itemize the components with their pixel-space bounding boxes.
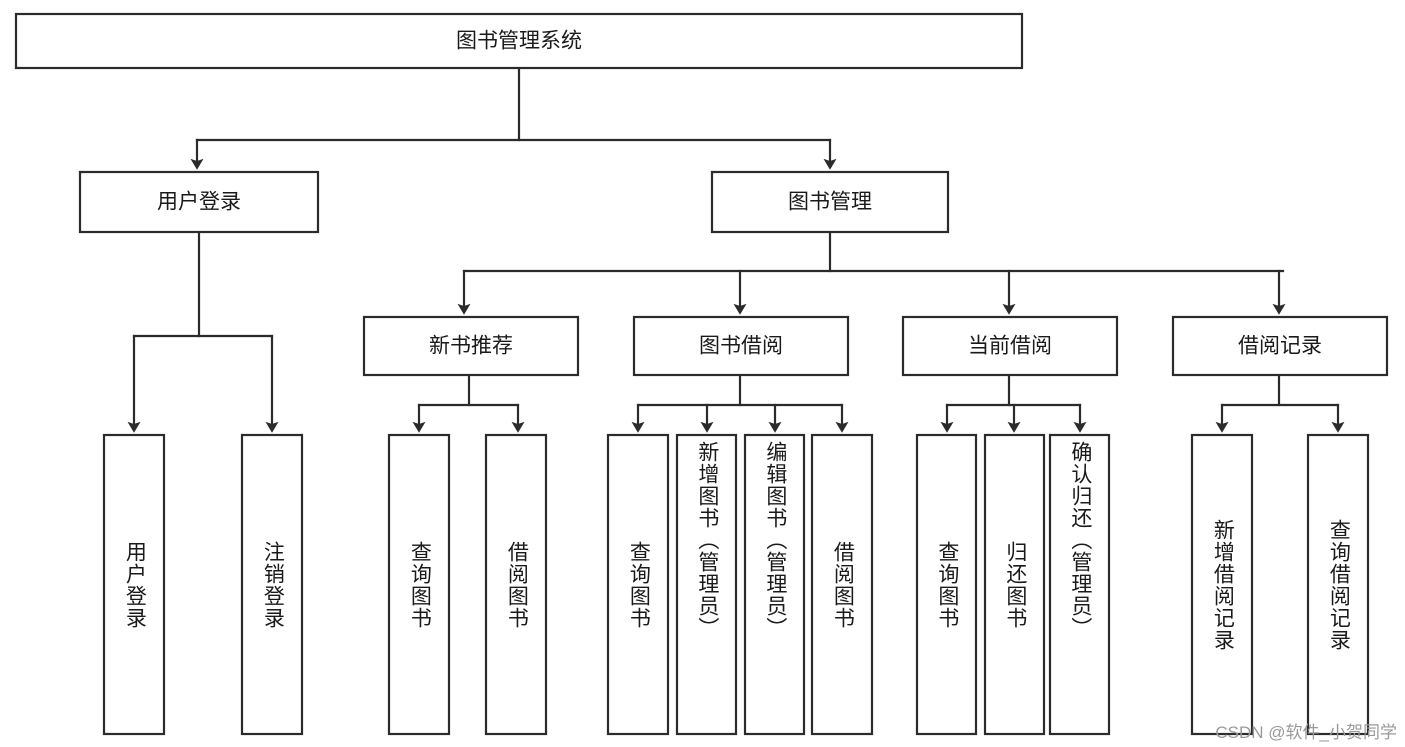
node-leaf-confirm-return-rect[interactable] <box>1048 433 1111 736</box>
node-leaf-add-book-rect[interactable] <box>675 433 738 736</box>
node-leaf-edit-book-rect[interactable] <box>743 433 806 736</box>
node-root-label: 图书管理系统 <box>456 30 582 53</box>
node-new-book-rec-label: 新书推荐 <box>429 335 513 358</box>
connector-group-borrow-record-children <box>1215 373 1345 433</box>
node-book-borrow-rect[interactable] <box>632 315 850 377</box>
node-borrow-record[interactable]: 借阅记录 <box>1171 315 1389 377</box>
connector-group-book-manage-children <box>457 230 1286 315</box>
node-leaf-return-book-rect[interactable] <box>983 433 1046 736</box>
node-leaf-query-book-3-rect[interactable] <box>915 433 978 736</box>
node-new-book-rec[interactable]: 新书推荐 <box>362 315 580 377</box>
node-book-manage-label: 图书管理 <box>788 191 872 214</box>
connector-group-current-borrow-children <box>940 373 1087 433</box>
node-book-borrow-label: 图书借阅 <box>699 335 783 358</box>
node-book-borrow[interactable]: 图书借阅 <box>632 315 850 377</box>
node-user-login-label: 用户登录 <box>157 191 241 214</box>
node-user-login[interactable]: 用户登录 <box>78 170 320 234</box>
node-leaf-logout-rect[interactable] <box>240 433 304 736</box>
node-leaf-borrow-book-2-rect[interactable] <box>810 433 874 736</box>
watermark-text: CSDN @软件_小贺同学 <box>1215 723 1397 742</box>
connector-group-user-login-children <box>127 230 279 433</box>
connector-group-root-to-level1 <box>190 66 837 170</box>
node-leaf-borrow-book-1-rect[interactable] <box>484 433 548 736</box>
node-book-manage[interactable]: 图书管理 <box>710 170 950 234</box>
connector-group-new-book-rec-children <box>412 373 525 433</box>
node-leaf-add-record-rect[interactable] <box>1190 433 1254 736</box>
node-leaf-query-book-2-rect[interactable] <box>606 433 670 736</box>
node-current-borrow-rect[interactable] <box>901 315 1119 377</box>
node-leaf-query-record-rect[interactable] <box>1306 433 1370 736</box>
node-borrow-record-label: 借阅记录 <box>1238 335 1322 358</box>
node-current-borrow-label: 当前借阅 <box>968 335 1052 358</box>
node-borrow-record-rect[interactable] <box>1171 315 1389 377</box>
node-current-borrow[interactable]: 当前借阅 <box>901 315 1119 377</box>
node-leaf-user-login-rect[interactable] <box>102 433 166 736</box>
node-new-book-rec-rect[interactable] <box>362 315 580 377</box>
node-root-rect[interactable] <box>14 12 1024 70</box>
node-book-manage-rect[interactable] <box>710 170 950 234</box>
node-leaf-query-book-1-rect[interactable] <box>387 433 451 736</box>
node-root[interactable]: 图书管理系统 <box>14 12 1024 70</box>
node-user-login-rect[interactable] <box>78 170 320 234</box>
connector-group-book-borrow-children <box>631 373 849 433</box>
